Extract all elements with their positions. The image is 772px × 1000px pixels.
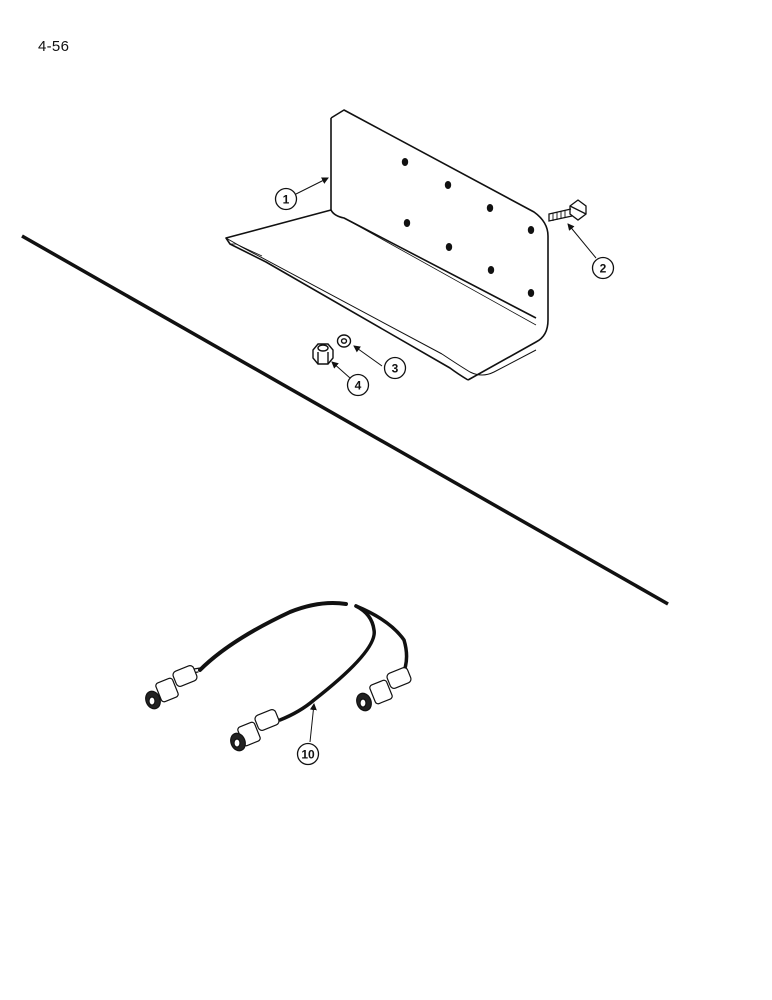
callout-3: 3	[383, 356, 407, 380]
connector-middle	[230, 709, 280, 752]
section-divider	[21, 234, 669, 606]
page-number: 4-56	[38, 38, 70, 55]
svg-text:4: 4	[355, 379, 362, 393]
lock-washer	[336, 334, 352, 348]
connector-right	[356, 667, 412, 712]
mounting-bracket	[225, 109, 549, 381]
leader-lines	[295, 177, 597, 743]
bolt	[548, 199, 587, 222]
callout-1: 1	[274, 187, 298, 211]
cable-harness	[185, 601, 409, 722]
svg-text:2: 2	[600, 262, 607, 276]
connector-left	[145, 665, 198, 710]
svg-text:3: 3	[392, 362, 399, 376]
callout-4: 4	[346, 373, 370, 397]
hex-nut	[312, 343, 334, 365]
bracket-holes	[401, 158, 535, 297]
svg-text:1: 1	[283, 193, 290, 207]
callout-10: 10	[296, 742, 320, 766]
callout-2: 2	[591, 256, 615, 280]
svg-text:10: 10	[301, 748, 315, 762]
